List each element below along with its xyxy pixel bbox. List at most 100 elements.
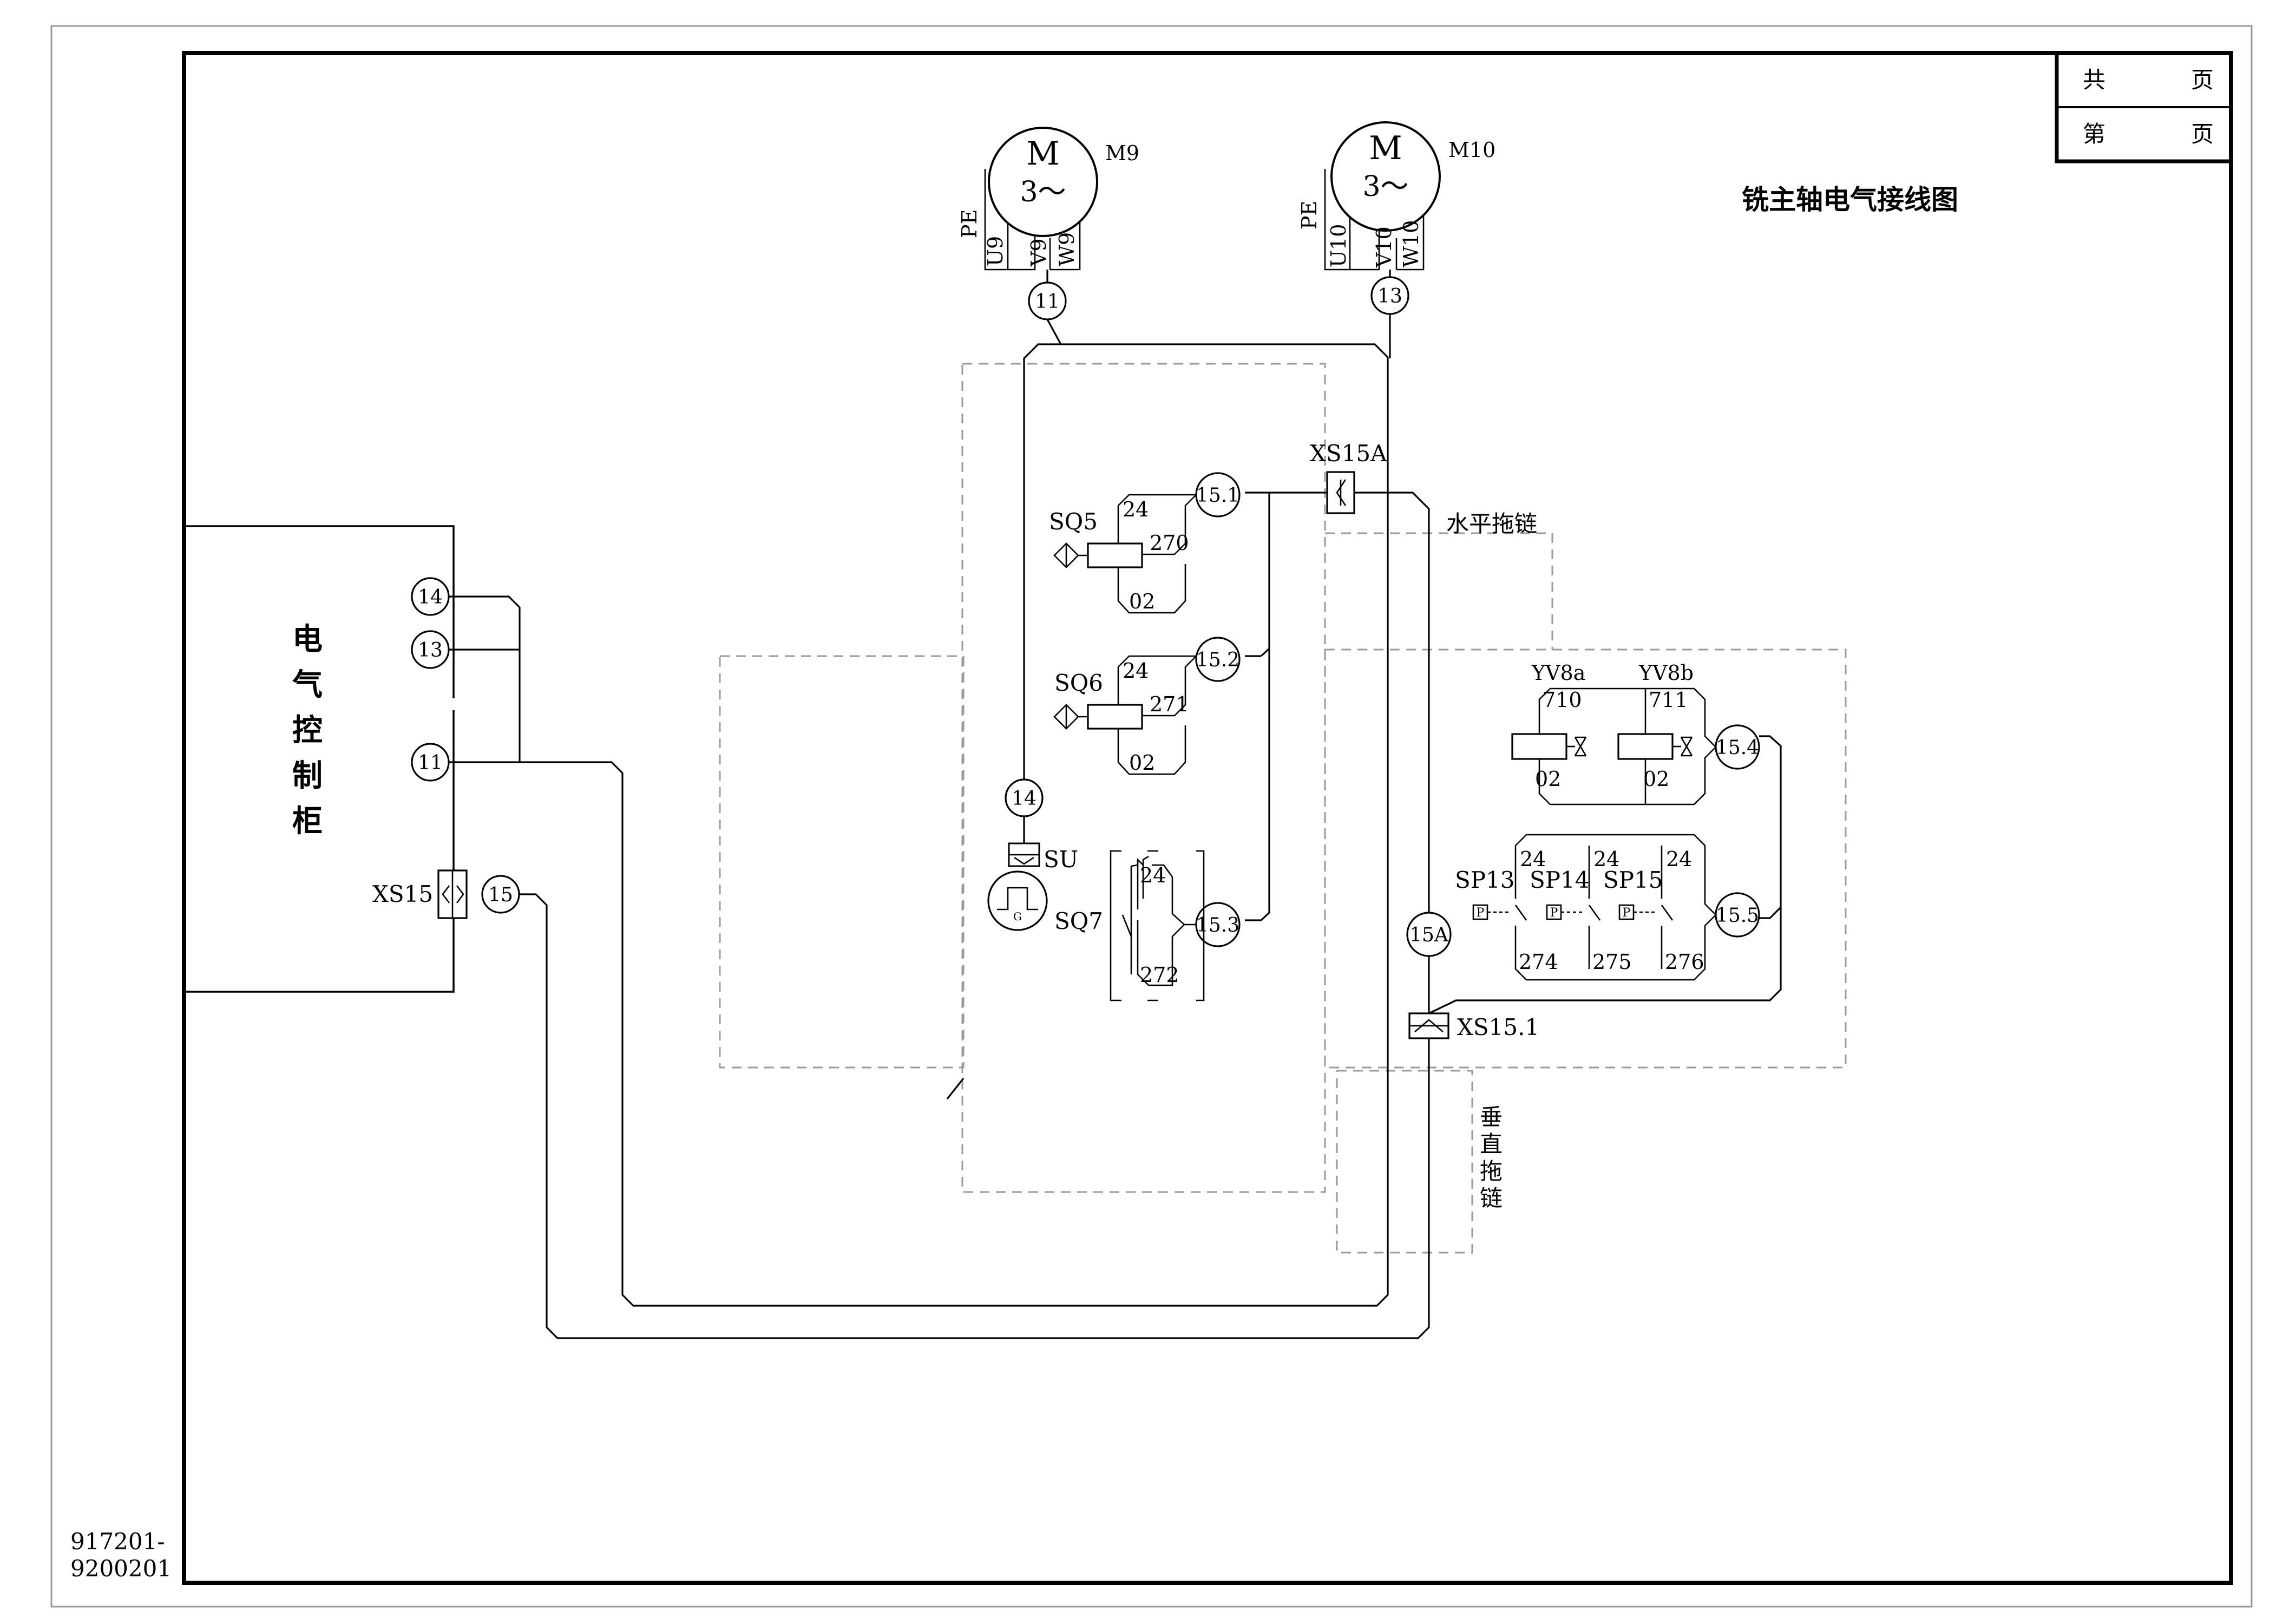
total-pages-unit: 页	[2191, 67, 2214, 93]
cable-15	[519, 893, 1430, 1339]
cabinet-label-char-4: 制	[292, 758, 323, 794]
node-15-2	[1195, 637, 1241, 682]
node-14-label: 14	[1012, 788, 1037, 810]
limit-switch-sq7	[1110, 850, 1205, 1001]
drawing-number-line-2: 9200201	[70, 1555, 172, 1582]
node-15-1-label: 15.1	[1196, 484, 1239, 507]
valve-yv8a-wire: 710	[1543, 688, 1582, 712]
cable-11-m9	[449, 343, 1389, 1307]
sp14-name: SP14	[1530, 867, 1589, 893]
motor-m9-lead-pe: PE	[957, 209, 981, 238]
electrical-cabinet: 电 气 控 制 柜	[183, 525, 455, 993]
sq7-wire-top: 24	[1140, 863, 1166, 887]
cabinet-label-char-5: 柜	[292, 804, 323, 839]
connector-xs15-1	[1408, 1012, 1449, 1039]
sensor-su	[987, 842, 1048, 931]
cabinet-connector-xs15	[437, 869, 468, 919]
node-15a-label: 15A	[1409, 924, 1449, 946]
valve-block-outline	[1324, 649, 1847, 1069]
valve-yv8a-return: 02	[1535, 767, 1561, 791]
motor-m9-cable-node-label: 11	[1035, 291, 1060, 313]
cabinet-terminal-14-label: 14	[418, 586, 443, 608]
valve-yv8b-wire: 711	[1649, 688, 1688, 712]
title-block: 共 页 第 页	[2055, 51, 2233, 163]
motor-m9-symbol: M	[1026, 135, 1059, 173]
sq6-wire-top: 24	[1123, 659, 1149, 683]
vertical-chain-outline	[1336, 1070, 1473, 1254]
motor-m9-name: M9	[1105, 141, 1139, 165]
outer-sheet-border	[50, 25, 2253, 1608]
vertical-chain-char-3: 拖	[1480, 1158, 1503, 1184]
sheet-number-label: 第	[2083, 121, 2105, 147]
valve-yv8a-name: YV8a	[1531, 661, 1585, 685]
node-15-2-label: 15.2	[1196, 649, 1239, 671]
cable-m9-tap	[1046, 319, 1062, 345]
motor-m10-lead-w10: W10	[1399, 220, 1423, 267]
horizontal-chain-label: 水平拖链	[1446, 510, 1537, 537]
sp15-name: SP15	[1603, 867, 1663, 893]
valve-yv8b	[1617, 689, 1693, 804]
sheet-number-unit: 页	[2191, 121, 2214, 147]
sq6-wire-bottom: 02	[1129, 751, 1155, 775]
node-15-3-label: 15.3	[1196, 914, 1239, 937]
sensor-su-name: SU	[1044, 846, 1078, 873]
connector-xs15-1-label: XS15.1	[1457, 1014, 1539, 1040]
cable-xs15a-run	[1354, 492, 1430, 913]
sp14-glyph: P	[1550, 906, 1558, 920]
pressure-switch-sp14	[1546, 846, 1601, 969]
sq6-wire-mid: 271	[1150, 692, 1189, 716]
vertical-chain-char-1: 垂	[1480, 1104, 1503, 1130]
motor-m10: M 3～	[1324, 121, 1441, 271]
sq5-wire-mid: 270	[1150, 531, 1189, 555]
bus-15x	[1245, 493, 1270, 921]
motor-m9-lead-v9: V9	[1027, 238, 1051, 267]
cabinet-label-char-2: 气	[292, 667, 323, 703]
cabinet-label-char-1: 电	[292, 622, 323, 657]
motor-m10-symbol: M	[1369, 129, 1402, 167]
drawing-number-line-1: 917201-	[70, 1528, 165, 1555]
spindle-assembly-outline	[961, 363, 1326, 1193]
limit-switch-sq6	[1053, 655, 1197, 775]
cabinet-terminal-15-label: 15	[488, 884, 513, 906]
cabinet-connector-xs15-label: XS15	[372, 881, 433, 907]
motor-m10-phase: 3～	[1362, 171, 1408, 203]
cabinet-terminal-11-label: 11	[418, 752, 443, 774]
sp15-glyph: P	[1623, 906, 1631, 920]
valve-yv8b-name: YV8b	[1638, 661, 1694, 685]
cabinet-terminal-13-label: 13	[418, 639, 443, 662]
vertical-chain-char-4: 链	[1480, 1185, 1503, 1212]
connector-xs15a	[1326, 471, 1355, 514]
valve-yv8a	[1511, 687, 1716, 806]
sq7-wire-bottom: 272	[1140, 963, 1179, 987]
cabinet-label-char-3: 控	[292, 713, 323, 748]
drawing-frame	[182, 51, 2233, 1585]
sp13-wire-top: 24	[1520, 847, 1546, 871]
sp13-name: SP13	[1455, 867, 1514, 893]
motor-m10-lead-u10: U10	[1327, 224, 1350, 267]
horizontal-chain-outline	[1325, 532, 1553, 650]
motor-m10-lead-v10: V10	[1372, 226, 1396, 268]
sp15-wire-bottom: 276	[1665, 950, 1704, 974]
node-15-5-label: 15.5	[1716, 905, 1759, 927]
motor-m9-phase: 3～	[1020, 176, 1066, 208]
sp15-wire-top: 24	[1666, 847, 1692, 871]
sq6-name: SQ6	[1054, 670, 1103, 696]
pressure-switch-sp13	[1472, 846, 1716, 981]
vertical-chain-char-2: 直	[1480, 1131, 1503, 1157]
left-assembly-outline	[719, 655, 965, 1069]
node-15-4-label: 15.4	[1716, 737, 1759, 759]
sp14-wire-top: 24	[1593, 847, 1619, 871]
valve-yv8b-return: 02	[1643, 767, 1669, 791]
sp13-glyph: P	[1477, 906, 1485, 920]
total-pages-label: 共	[2083, 67, 2105, 93]
motor-m9-lead-u9: U9	[983, 236, 1007, 266]
motor-m10-cable-node-label: 13	[1377, 285, 1402, 307]
sq5-name: SQ5	[1049, 508, 1098, 535]
cable-14-13	[449, 595, 521, 762]
sensor-su-glyph: G	[1013, 910, 1022, 923]
cable-15a-to-valve-block	[1428, 735, 1782, 1014]
limit-switch-sq5	[1053, 494, 1197, 614]
sp13-wire-bottom: 274	[1519, 950, 1558, 974]
motor-m10-lead-pe: PE	[1297, 201, 1321, 230]
